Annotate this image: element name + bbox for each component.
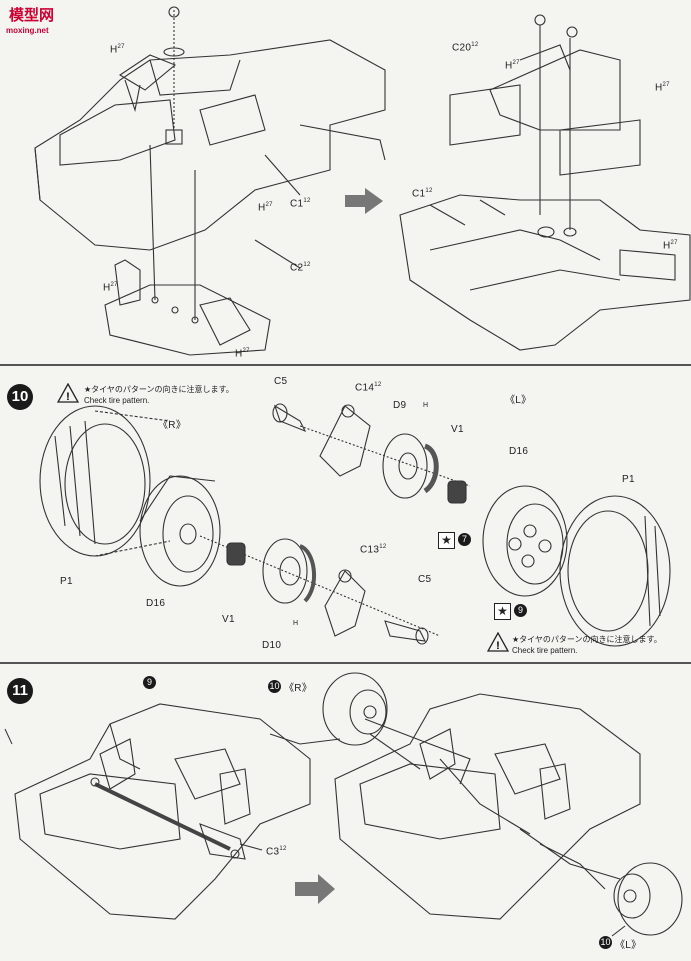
upper-assembly-drawing (34, 6, 691, 356)
warning-text-top: ★タイヤのパターンの向きに注意します。 Check tire pattern. (84, 384, 234, 406)
step-number-10: 10 (7, 384, 33, 410)
side-label-l: 《L》 (505, 395, 532, 406)
label-d9: D9 (393, 400, 407, 411)
step-10-wheel-drawing (39, 403, 671, 647)
label-c5-bottom: C5 (418, 574, 432, 585)
star-marker-9: ★ (494, 603, 511, 620)
step-11-chassis-drawing (4, 672, 683, 937)
ref-badge-7: 7 (458, 533, 471, 546)
ref-badge-10-l: 10 (599, 936, 612, 949)
label-c1-right: C112 (412, 188, 433, 200)
label-h-b-left: H27 (258, 202, 273, 214)
label-h-a-left: H27 (110, 44, 125, 56)
label-d10: D10 (262, 640, 282, 651)
watermark-site: moxing.net (6, 26, 49, 35)
side-label-l-step11: 《L》 (615, 940, 642, 951)
label-h-b-right: H27 (655, 82, 670, 94)
step-10-panel: 10 ! ★タイヤのパターンの向きに注意します。 Check tire patt… (0, 366, 691, 660)
label-v1-top: V1 (451, 424, 464, 435)
ref-badge-10-r: 10 (268, 680, 281, 693)
side-label-r: 《R》 (158, 420, 187, 431)
divider-bottom (0, 662, 691, 664)
label-h-c-right: H27 (663, 240, 678, 252)
step-11-panel: 11 9 10 《R》 10 《L》 C312 (0, 664, 691, 961)
label-c5-top: C5 (274, 376, 288, 387)
assembly-panel-upper: H27 H27 C112 C212 H27 H27 C2012 H27 H27 … (0, 0, 691, 362)
label-h-a-step10: H (423, 402, 429, 409)
label-c13: C1312 (360, 544, 387, 556)
assembly-arrow-step11 (295, 874, 335, 904)
label-h-d-left: H27 (235, 348, 250, 360)
assembly-arrow (345, 188, 383, 214)
svg-text:!: ! (66, 391, 70, 403)
watermark-mark: 模型网 (9, 6, 55, 24)
warning-icon-bottom: ! (487, 632, 509, 652)
label-d16-left: D16 (146, 598, 166, 609)
label-h-a-right: H27 (505, 60, 520, 72)
warning-jp-top: ★タイヤのパターンの向きに注意します。 (84, 385, 234, 394)
ref-badge-9-step11: 9 (143, 676, 156, 689)
label-d16-top: D16 (509, 446, 529, 457)
label-c2-left: C212 (290, 262, 311, 274)
ref-badge-9: 9 (514, 604, 527, 617)
label-p1-top: P1 (622, 474, 635, 485)
side-label-r-step11: 《R》 (284, 683, 313, 694)
warning-text-bottom: ★タイヤのパターンの向きに注意します。 Check tire pattern. (512, 634, 662, 656)
step-number-11: 11 (7, 678, 33, 704)
label-h-c-left: H27 (103, 282, 118, 294)
label-c1-left: C112 (290, 198, 311, 210)
warning-en-bottom: Check tire pattern. (512, 646, 578, 655)
label-c14: C1412 (355, 382, 382, 394)
label-c20-right: C2012 (452, 42, 479, 54)
label-c3: C312 (266, 846, 287, 858)
divider-top (0, 364, 691, 366)
warning-en-top: Check tire pattern. (84, 396, 150, 405)
svg-text:!: ! (496, 640, 500, 652)
watermark-logo: 模型网 moxing.net (3, 2, 91, 35)
label-v1-left: V1 (222, 614, 235, 625)
label-p1-left: P1 (60, 576, 73, 587)
label-h-b-step10: H (293, 620, 299, 627)
warning-jp-bottom: ★タイヤのパターンの向きに注意します。 (512, 635, 662, 644)
star-marker-7: ★ (438, 532, 455, 549)
warning-icon-top: ! (57, 383, 79, 403)
